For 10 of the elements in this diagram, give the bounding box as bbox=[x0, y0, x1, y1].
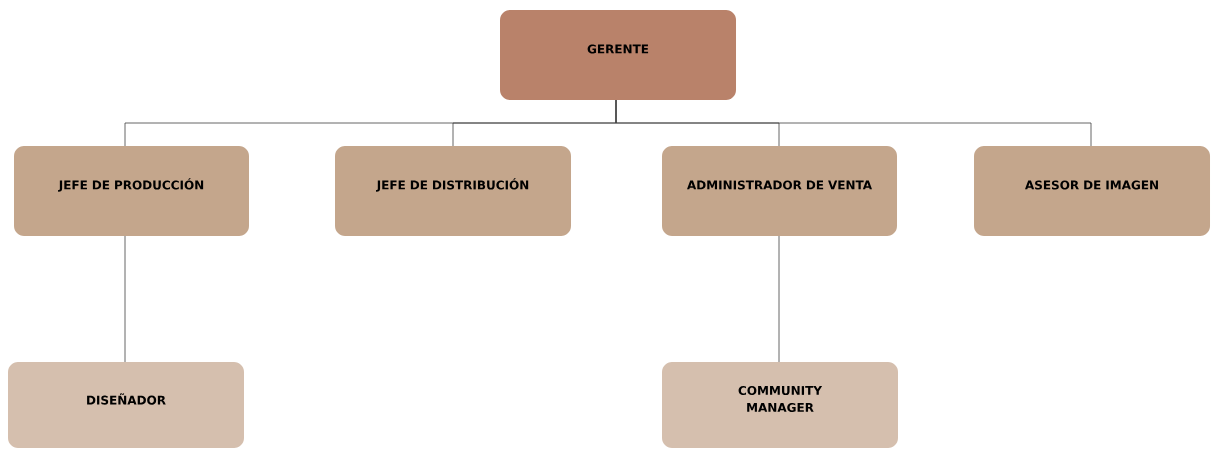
connector-line bbox=[778, 235, 780, 363]
connector-line bbox=[615, 99, 1092, 147]
role-box: DISEÑADOR bbox=[8, 362, 244, 448]
role-box: JEFE DE PRODUCCIÓN bbox=[14, 146, 249, 236]
role-box: JEFE DE DISTRIBUCIÓN bbox=[335, 146, 571, 236]
connector-line bbox=[124, 235, 126, 363]
role-box: ASESOR DE IMAGEN bbox=[974, 146, 1210, 236]
role-box: GERENTE bbox=[500, 10, 736, 100]
role-box: COMMUNITY MANAGER bbox=[662, 362, 898, 448]
role-box: ADMINISTRADOR DE VENTA bbox=[662, 146, 897, 236]
